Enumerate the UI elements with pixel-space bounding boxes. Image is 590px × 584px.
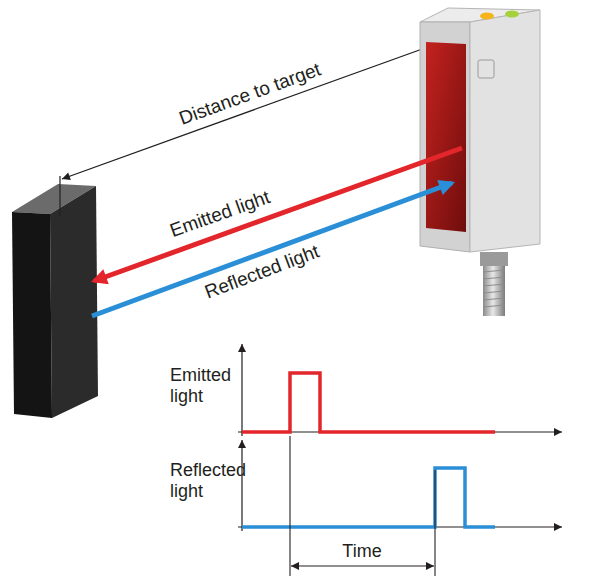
signal-label: Emitted light — [168, 365, 233, 406]
distance-dimension — [60, 28, 452, 216]
beam-label: Emitted light — [165, 186, 275, 243]
target-object — [12, 184, 98, 418]
time-dimension — [290, 436, 435, 576]
signal-label: Reflected light — [168, 460, 248, 501]
sensor-housing — [420, 8, 540, 316]
dimension-label: Time — [340, 541, 383, 562]
beam-label: Reflected light — [200, 240, 324, 304]
dimension-label: Distance to target — [174, 58, 325, 131]
reflected-beam — [92, 183, 452, 316]
emitted-graph — [238, 344, 562, 436]
reflected-graph — [238, 440, 562, 531]
